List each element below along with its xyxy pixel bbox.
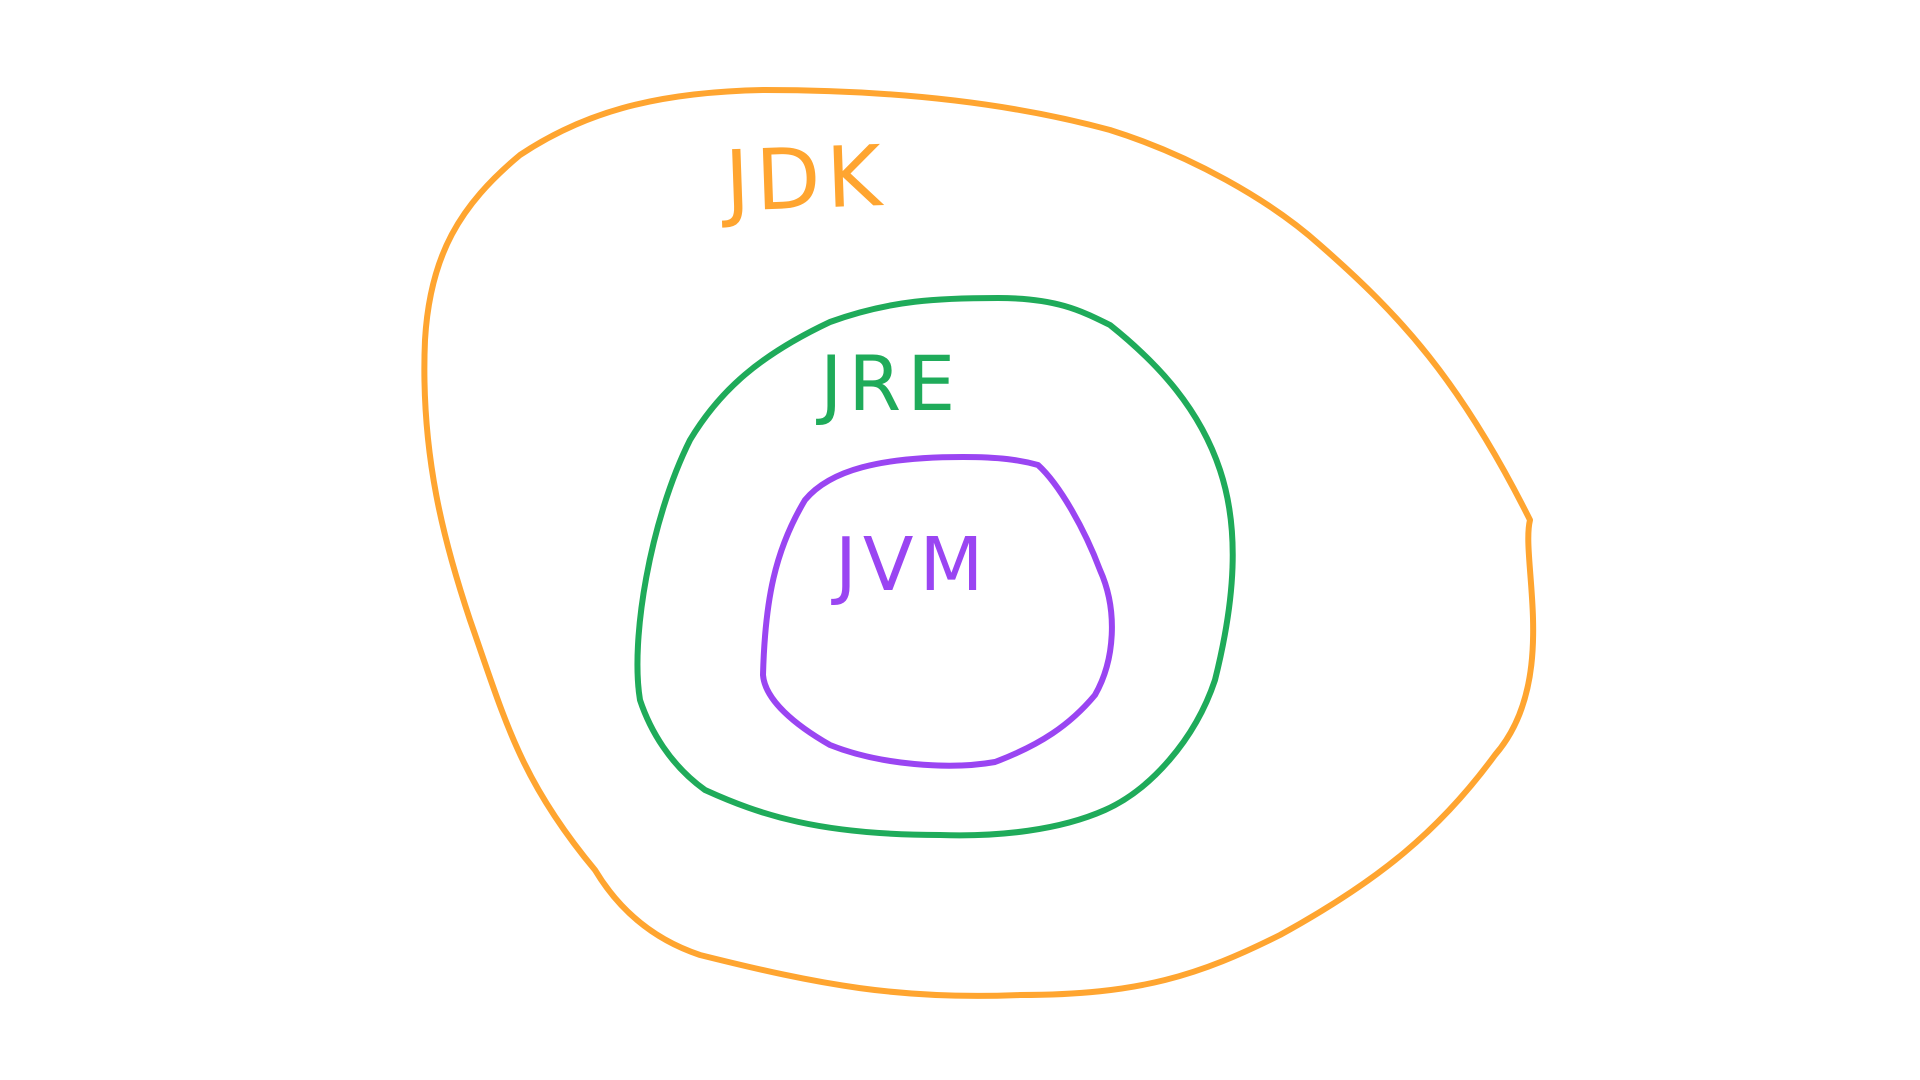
jvm-label: JVM xyxy=(831,522,989,608)
jvm-ring xyxy=(760,454,1115,769)
jdk-ring xyxy=(421,87,1537,999)
jdk-label: JDK xyxy=(718,127,889,231)
jre-ring xyxy=(634,295,1236,839)
jre-label: JRE xyxy=(816,339,961,428)
